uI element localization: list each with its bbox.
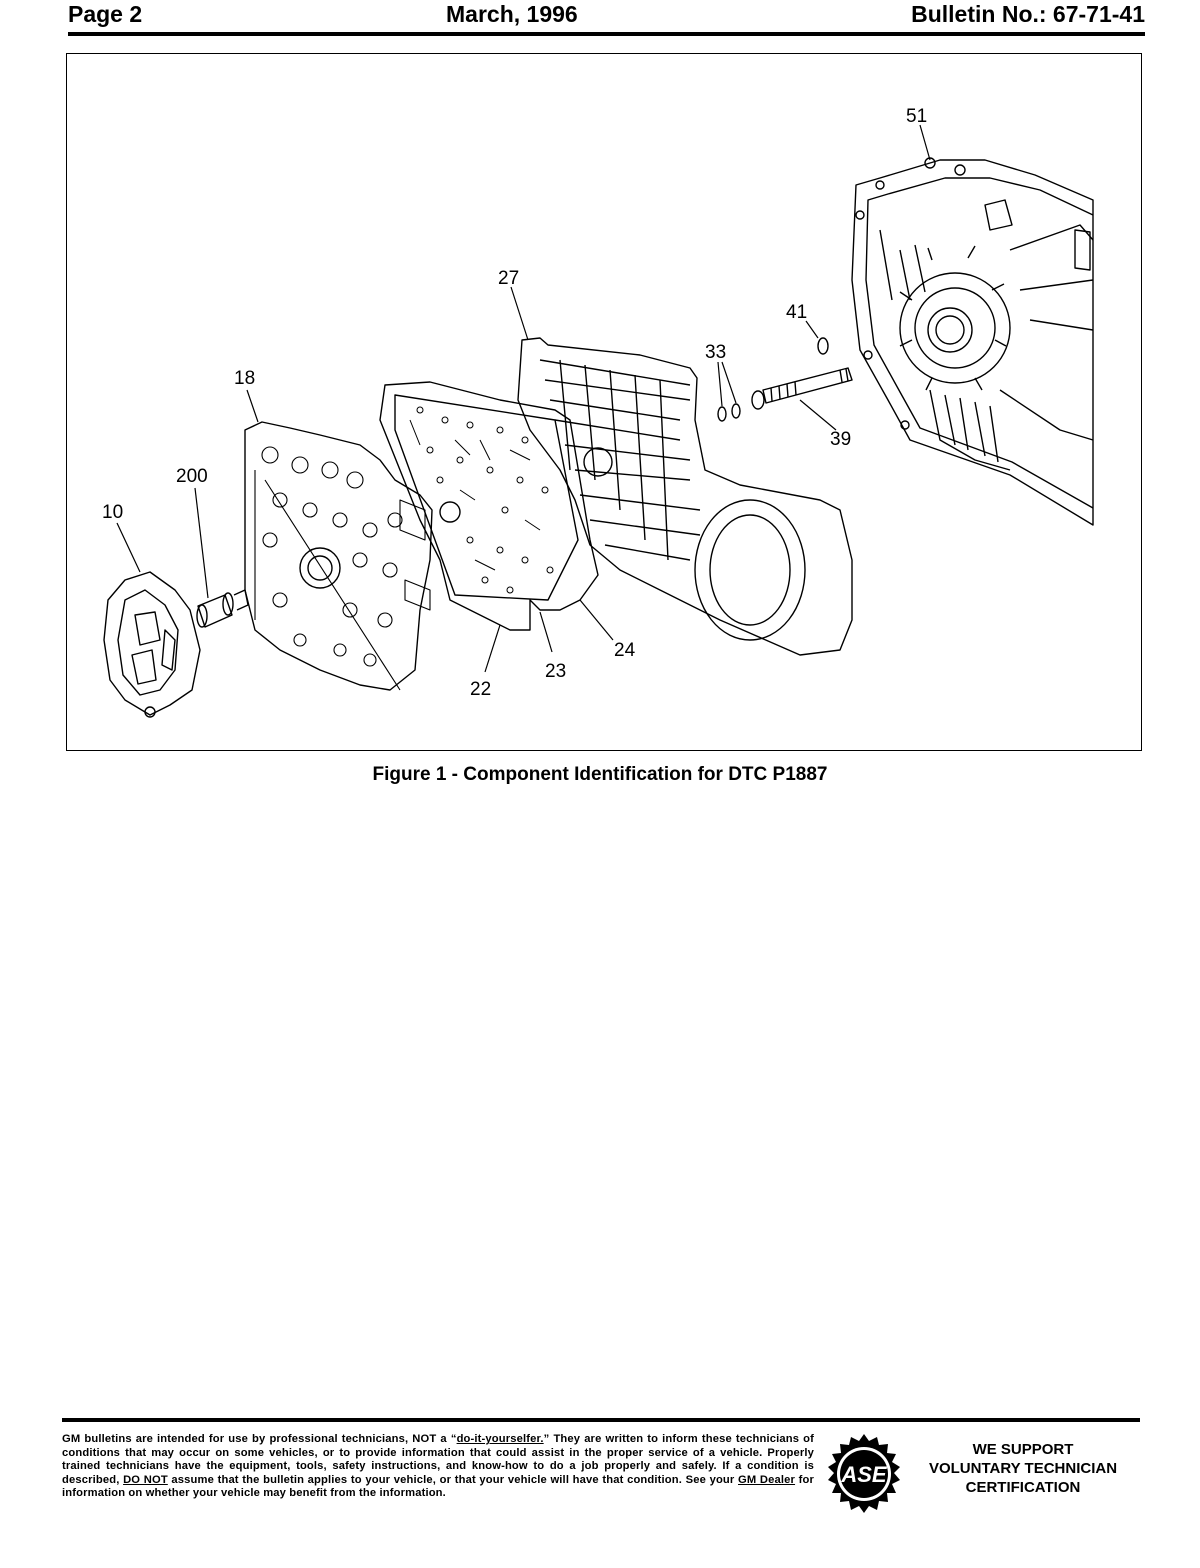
disclaimer-text: GM bulletins are intended for use by pro…: [62, 1433, 814, 1501]
disclaimer-part-4: for information on whether your vehicle …: [62, 1473, 815, 1500]
page-header: Page 2 March, 1996 Bulletin No.: 67-71-4…: [68, 0, 1145, 34]
disclaimer-part-1: GM bulletins are intended for use by pro…: [62, 1433, 457, 1445]
support-line-2: VOLUNTARY TECHNICIAN: [928, 1460, 1118, 1477]
callout-24: 24: [614, 640, 636, 661]
transmission-case-drawing: [851, 157, 1094, 526]
disclaimer-part-3: assume that the bulletin applies to your…: [167, 1473, 739, 1486]
ase-seal-logo: ASE: [828, 1434, 900, 1513]
page-number: Page 2: [68, 1, 143, 27]
callout-18: 18: [234, 368, 255, 389]
disclaimer-part-2: ” They are written to inform these techn…: [62, 1433, 814, 1486]
shaft-drawing: [751, 367, 853, 410]
spacer-plate-drawing: [379, 381, 599, 631]
valve-body-drawing: [244, 421, 433, 691]
disclaimer-gm-dealer: GM Dealer: [738, 1473, 796, 1486]
channel-plate-drawing: [517, 337, 853, 656]
support-line-3: CERTIFICATION: [965, 1479, 1081, 1496]
filter-drawing: [196, 589, 249, 628]
header-rule: [68, 32, 1145, 36]
callout-41: 41: [786, 302, 807, 323]
disclaimer-do-not: DO NOT: [123, 1473, 168, 1486]
callout-27: 27: [498, 268, 519, 289]
bulletin-number: Bulletin No.: 67-71-41: [911, 1, 1145, 27]
o-ring-drawing: [817, 337, 829, 355]
figure-caption: Figure 1 - Component Identification for …: [372, 764, 828, 785]
bulletin-date: March, 1996: [446, 1, 578, 27]
support-statement: WE SUPPORT VOLUNTARY TECHNICIAN CERTIFIC…: [918, 1440, 1128, 1497]
callout-10: 10: [102, 502, 123, 523]
seal-ring-drawing-2: [731, 403, 741, 419]
callout-39: 39: [830, 429, 851, 450]
figure-frame: [66, 53, 1142, 751]
callout-51: 51: [906, 106, 927, 127]
cover-drawing: [103, 571, 201, 718]
disclaimer-diy-term: do-it-yourselfer.: [456, 1433, 544, 1445]
ase-logo-text: ASE: [840, 1462, 888, 1487]
support-line-1: WE SUPPORT: [972, 1441, 1074, 1458]
callout-200: 200: [176, 466, 208, 487]
callout-23: 23: [545, 661, 566, 682]
callout-33: 33: [705, 342, 726, 363]
seal-ring-drawing: [717, 406, 727, 422]
footer-rule: [62, 1418, 1140, 1422]
leader-lines: [116, 124, 931, 673]
exploded-view-illustration: 51 27 41 33 18 39 200 10 24 23 22: [102, 106, 1094, 718]
callout-22: 22: [470, 679, 491, 700]
